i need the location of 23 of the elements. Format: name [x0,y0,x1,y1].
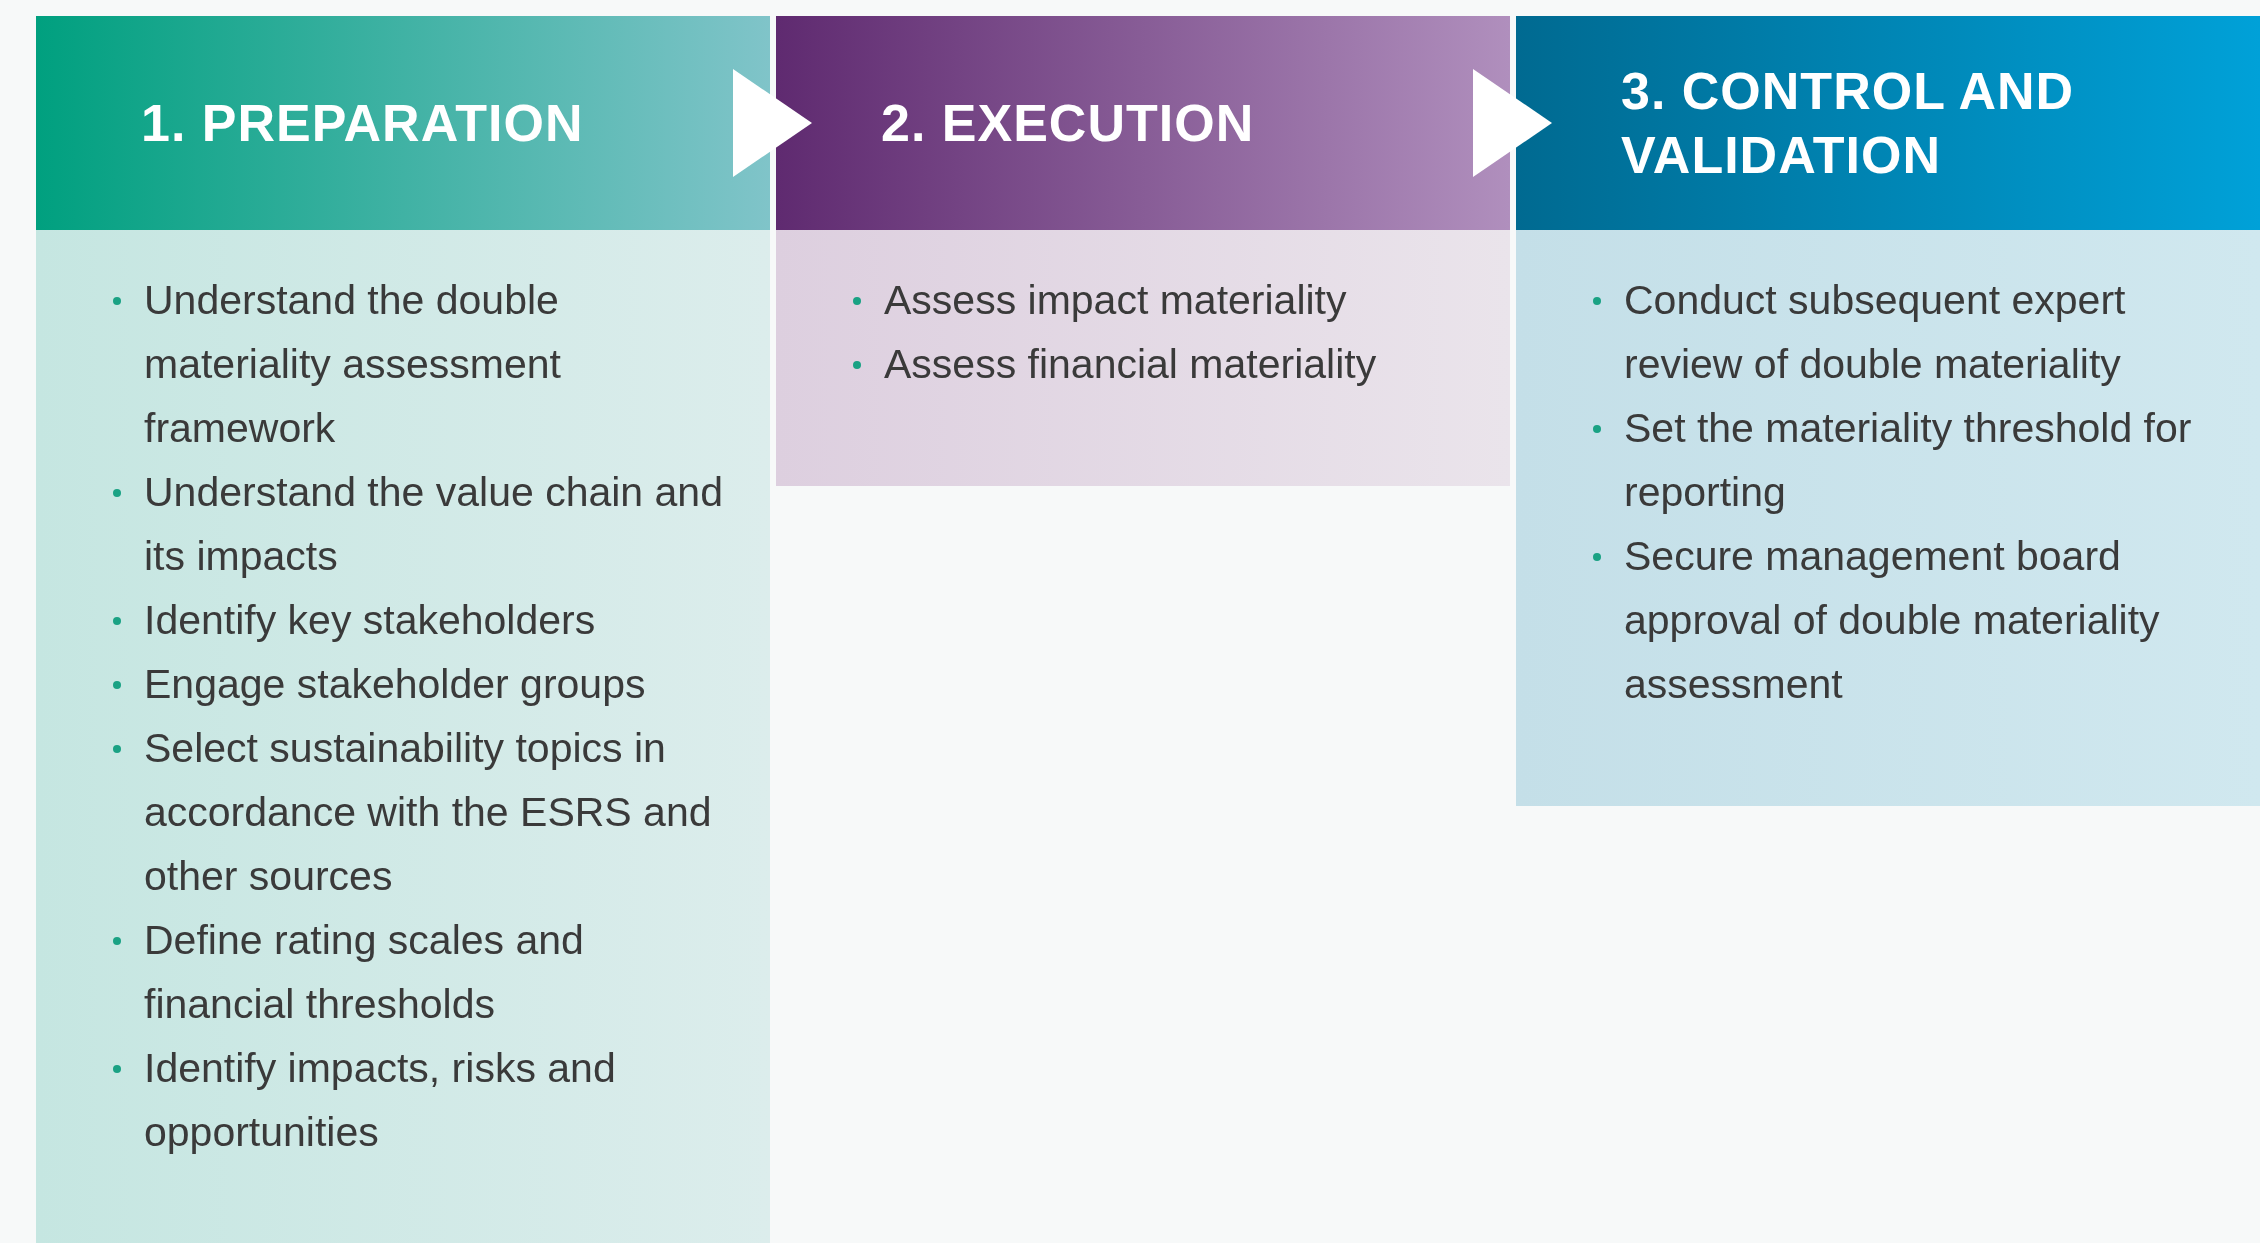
header-band [1516,16,2260,230]
header-band [36,16,770,230]
column-heading: 1. PREPARATION [141,93,584,154]
content-panel [1516,230,2260,806]
chevron-arrow [1473,69,1552,177]
bullet-item: Secure management board approval of double materiality assessment [1624,532,2161,709]
bullet-item: Engage stakeholder groups [144,660,647,709]
bullet-item: Identify impacts, risks and opportunities [144,1044,617,1157]
header-band [776,16,1510,230]
content-panel [776,230,1510,486]
bullet-item: Identify key stakeholders [144,596,597,645]
bullet-item: Understand the double materiality assessment framework [144,276,562,453]
content-panel [36,230,770,1243]
bullet-item: Select sustainability topics in accordance with the ESRS and other sources [144,724,713,901]
bullet-item: Conduct subsequent expert review of double materiality [1624,276,2127,389]
bullet-item: Understand the value chain and its impacts [144,468,724,581]
bullet-item: Assess impact materiality [884,276,1348,325]
chevron-arrow [733,69,812,177]
column-heading: 3. CONTROL AND VALIDATION [1621,61,2076,186]
bullet-item: Assess financial materiality [884,340,1378,389]
column-heading: 2. EXECUTION [881,93,1255,154]
bullet-item: Define rating scales and financial thresholds [144,916,585,1029]
bullet-item: Set the materiality threshold for reporting [1624,404,2193,517]
